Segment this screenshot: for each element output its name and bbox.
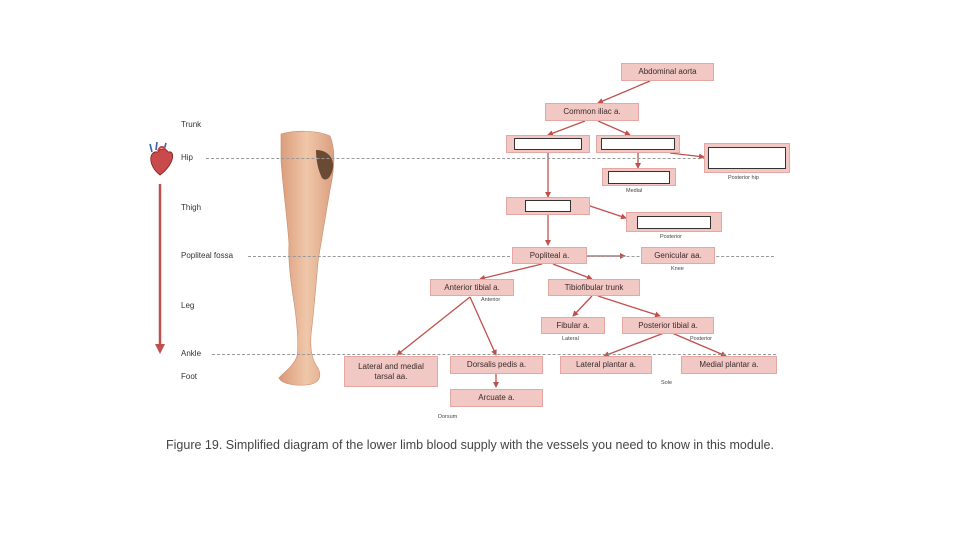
label-posterior: Posterior [660,234,683,240]
region-popliteal-fossa: Popliteal fossa [181,251,234,260]
box-tibiofibular-trunk: Tibiofibular trunk [548,279,640,296]
answer-blank[interactable] [608,170,670,184]
box-blank-internal-iliac [596,135,680,153]
answer-blank[interactable] [514,138,582,150]
box-dorsalis-pedis: Dorsalis pedis a. [450,356,543,374]
ankle-guide-line [212,354,776,355]
label-lateral: Lateral [562,336,579,342]
box-medial-plantar: Medial plantar a. [681,356,777,374]
answer-blank[interactable] [525,200,571,212]
box-fibular: Fibular a. [541,317,605,334]
label-posterior-hip: Posterior hip [728,175,759,181]
box-blank-deep-femoral [626,212,722,232]
box-genicular: Genicular aa. [641,247,715,264]
box-blank-gluteal [704,143,790,173]
box-common-iliac: Common iliac a. [545,103,639,121]
region-hip: Hip [181,153,194,162]
box-arcuate: Arcuate a. [450,389,543,407]
box-blank-external-iliac [506,135,590,153]
box-anterior-tibial: Anterior tibial a. [430,279,514,296]
label-anterior: Anterior [481,297,501,303]
answer-blank[interactable] [637,215,711,229]
label-dorsum: Dorsum [438,414,458,420]
answer-blank[interactable] [708,147,786,169]
answer-blank[interactable] [601,138,675,150]
box-abdominal-aorta: Abdominal aorta [621,63,714,81]
popliteal-guide-line [248,256,774,257]
label-knee: Knee [671,266,684,272]
box-lateral-plantar: Lateral plantar a. [560,356,652,374]
box-posterior-tibial: Posterior tibial a. [622,317,714,334]
region-ankle: Ankle [181,349,202,358]
region-trunk: Trunk [181,120,202,129]
box-blank-obturator [602,168,676,186]
label-medial: Medial [626,188,643,194]
box-blank-femoral [506,197,590,215]
region-leg: Leg [181,301,195,310]
heart-icon [149,141,174,176]
region-thigh: Thigh [181,203,202,212]
leg-illustration [278,130,335,386]
label-posterior-leg: Posterior [690,336,713,342]
hip-guide-line [206,158,776,159]
box-lateral-medial-tarsal: Lateral and medial tarsal aa. [344,356,438,387]
region-foot: Foot [181,372,198,381]
label-sole: Sole [661,380,673,386]
box-popliteal: Popliteal a. [512,247,587,264]
figure-caption: Figure 19. Simplified diagram of the low… [166,438,774,452]
